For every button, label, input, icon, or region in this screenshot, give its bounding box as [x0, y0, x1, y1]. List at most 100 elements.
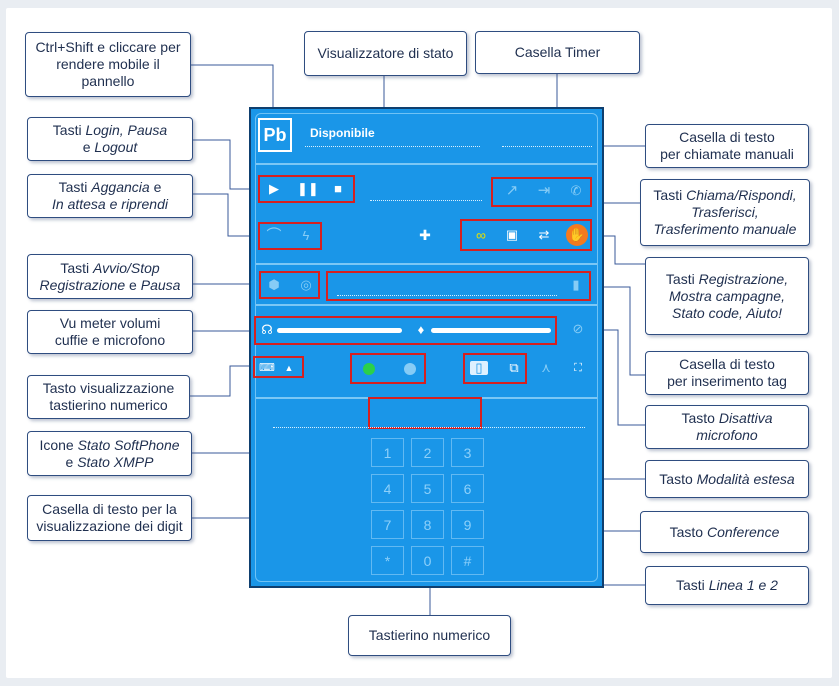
regs-pre: Tasti — [665, 270, 699, 287]
conference-icon[interactable]: ⋏ — [541, 360, 551, 375]
puzzle-icon[interactable]: ✚ — [419, 227, 431, 243]
callout-digits-box-text: Casella di testo per la visualizzazione … — [36, 501, 183, 534]
callout-manual-call: Casella di testo per chiamate manuali — [645, 124, 809, 168]
keypad-toggle-highlight — [253, 356, 304, 378]
lines-highlight — [463, 353, 527, 384]
softphone-panel[interactable] — [249, 107, 604, 588]
chevron-up-icon[interactable]: ▲ — [284, 363, 294, 373]
pb-logo[interactable]: Pb — [258, 118, 292, 152]
keypad-key[interactable]: 4 — [371, 474, 404, 503]
regs-it: Registrazione, Mostra campagne, Stato co… — [669, 270, 789, 321]
state-pre: Icone — [39, 436, 78, 453]
call-icon[interactable]: ↗ — [505, 182, 519, 199]
manual-transfer-icon[interactable]: ✆ — [570, 183, 582, 198]
keypad-key[interactable]: * — [371, 546, 404, 575]
state-mid: e — [65, 453, 74, 470]
rec-it2: Pausa — [140, 276, 181, 293]
hook-mid: e — [153, 179, 162, 195]
rec-campaign-queue-help-highlight — [460, 219, 592, 251]
bookmark-icon[interactable]: ▮ — [572, 277, 580, 292]
callout-rec-buttons: Tasti Avvio/Stop Registrazione e Pausa — [27, 254, 193, 299]
rec-it: Avvio/Stop Registrazione — [39, 259, 160, 293]
keypad-key[interactable]: 5 — [411, 474, 444, 503]
hook-it1: Aggancia — [91, 179, 150, 195]
callout-conference: Tasto Conference — [640, 511, 809, 553]
callout-mobile-panel: Ctrl+Shift e cliccare per rendere mobile… — [25, 32, 191, 97]
keypad-key[interactable]: 0 — [411, 546, 444, 575]
call-it: Chiama/Rispondi, Trasferisci, Trasferime… — [653, 187, 797, 237]
callout-login-buttons: Tasti Login, Pausa e Logout — [27, 117, 193, 161]
conf-it: Conference — [706, 523, 780, 540]
record-pause-icon[interactable]: ◎ — [300, 277, 312, 292]
digits-display-highlight — [368, 397, 482, 429]
keypad-key[interactable]: 3 — [451, 438, 484, 467]
callout-extended-mode: Tasto Modalità estesa — [645, 460, 809, 498]
state-icons-highlight — [350, 353, 426, 384]
separator-3 — [256, 304, 597, 306]
rec-post: e — [125, 276, 141, 293]
hook-pre: Tasti — [58, 179, 92, 195]
tag-input[interactable] — [337, 295, 557, 296]
callout-timer-box-text: Casella Timer — [514, 44, 601, 60]
clipboard-icon[interactable]: ▣ — [505, 227, 519, 242]
line1-icon[interactable]: ▯ — [470, 361, 488, 375]
vu-meter-highlight — [254, 316, 557, 345]
callout-keypad: Tastierino numerico — [348, 615, 511, 656]
mic-off-icon[interactable]: ⊘ — [572, 321, 584, 336]
separator-1 — [256, 163, 597, 165]
state-it1: Stato SoftPhone — [77, 436, 180, 453]
extended-it: Modalità estesa — [696, 470, 795, 487]
call-pre: Tasti — [653, 187, 687, 203]
callout-hook-buttons: Tasti Aggancia e In attesa e riprendi — [27, 174, 193, 218]
hand-icon: ✋ — [568, 227, 586, 242]
keypad-key[interactable]: 7 — [371, 510, 404, 539]
status-viewer: Disponibile — [310, 126, 375, 140]
headphones-volume-bar[interactable] — [277, 328, 402, 333]
rec-pre: Tasti — [60, 259, 93, 276]
expand-icon[interactable]: ⛶ — [574, 362, 582, 374]
keypad-key[interactable]: 6 — [451, 474, 484, 503]
callout-status-viewer-text: Visualizzatore di stato — [317, 45, 454, 61]
callout-state-icons: Icone Stato SoftPhone e Stato XMPP — [27, 431, 192, 476]
mic-volume-bar[interactable] — [431, 328, 551, 333]
callout-tag-box-text: Casella di testo per inserimento tag — [667, 356, 787, 389]
timer-underline — [502, 146, 592, 147]
callout-digits-box: Casella di testo per la visualizzazione … — [27, 495, 192, 541]
voicemail-icon[interactable]: ∞ — [476, 227, 486, 243]
play-icon[interactable]: ▶ — [269, 181, 279, 196]
call-transfer-highlight — [491, 177, 592, 207]
callout-lines: Tasti Linea 1 e 2 — [645, 566, 809, 605]
record-icon[interactable]: ⬢ — [268, 277, 280, 292]
keypad-key[interactable]: 1 — [371, 438, 404, 467]
login-it2: Logout — [94, 139, 138, 155]
record-buttons-highlight — [259, 271, 320, 299]
login-pause-logout-highlight — [258, 175, 355, 203]
keypad-key[interactable]: 9 — [451, 510, 484, 539]
callout-keypad-button-text: Tasto visualizzazione tastierino numeric… — [42, 380, 175, 413]
callout-tag-box: Casella di testo per inserimento tag — [645, 351, 809, 395]
keypad-key[interactable]: # — [451, 546, 484, 575]
xmpp-state-icon — [404, 363, 416, 375]
callout-call-buttons: Tasti Chiama/Rispondi, Trasferisci, Tras… — [640, 179, 810, 246]
transfer-icon[interactable]: ⇄ — [538, 227, 550, 242]
forward-icon[interactable]: ⇥ — [537, 182, 551, 199]
panel-inner-border — [255, 113, 598, 582]
keypad-key[interactable]: 2 — [411, 438, 444, 467]
callout-vu-meter: Vu meter volumi cuffie e microfono — [27, 310, 193, 354]
mute-pre: Tasto — [681, 410, 719, 426]
hold-icon[interactable]: ϟ — [302, 228, 310, 243]
digits-display-input[interactable] — [273, 427, 585, 428]
lines-it: Linea 1 e 2 — [708, 577, 778, 593]
callout-keypad-button: Tasto visualizzazione tastierino numeric… — [27, 375, 190, 419]
callout-keypad-text: Tastierino numerico — [368, 627, 491, 643]
keypad-key[interactable]: 8 — [411, 510, 444, 539]
hangup-icon[interactable]: ⌒ — [266, 227, 282, 244]
stop-icon[interactable]: ■ — [334, 181, 342, 196]
keyboard-icon[interactable]: ⌨ — [259, 362, 275, 374]
manual-call-input[interactable] — [370, 200, 482, 201]
line2-icon[interactable]: ⧉ — [509, 360, 519, 375]
help-button[interactable] — [566, 224, 588, 246]
mic-icon: ♦ — [417, 322, 425, 337]
pause-icon[interactable]: ❚❚ — [297, 181, 319, 196]
callout-regs-buttons: Tasti Registrazione, Mostra campagne, St… — [645, 257, 809, 335]
